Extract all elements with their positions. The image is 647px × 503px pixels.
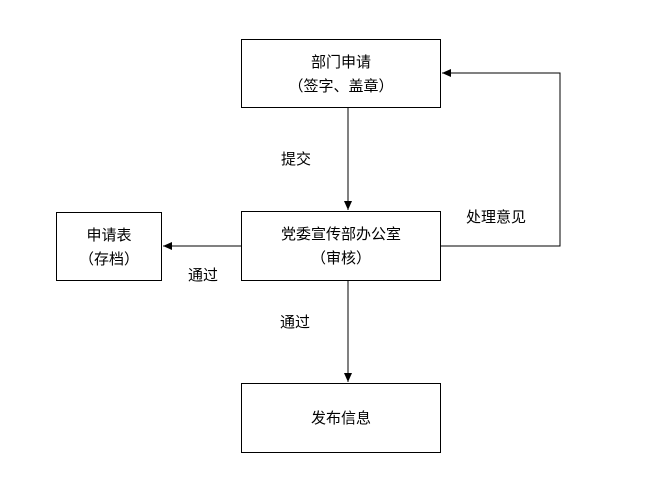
publish-info-node: 发布信息	[241, 383, 441, 453]
propaganda-office-subtitle: （审核）	[310, 249, 371, 267]
application-form-title: 申请表	[86, 225, 132, 244]
submit-label: 提交	[281, 150, 312, 168]
dept-apply-title: 部门申请	[310, 52, 371, 71]
pass-to-form-label: 通过	[188, 266, 219, 284]
pass-to-publish-label: 通过	[280, 313, 311, 331]
dept-apply-node: 部门申请 （签字、盖章）	[241, 39, 441, 108]
application-form-subtitle: （存档）	[78, 249, 139, 268]
propaganda-office-node: 党委宣传部办公室 （审核）	[241, 211, 441, 281]
application-form-node: 申请表 （存档）	[56, 212, 162, 281]
dept-apply-subtitle: （签字、盖章）	[288, 76, 394, 95]
feedback-label: 处理意见	[466, 208, 527, 226]
propaganda-office-title: 党委宣传部办公室	[280, 225, 401, 243]
feedback-arrow	[440, 69, 561, 247]
publish-info-title: 发布信息	[310, 409, 371, 427]
